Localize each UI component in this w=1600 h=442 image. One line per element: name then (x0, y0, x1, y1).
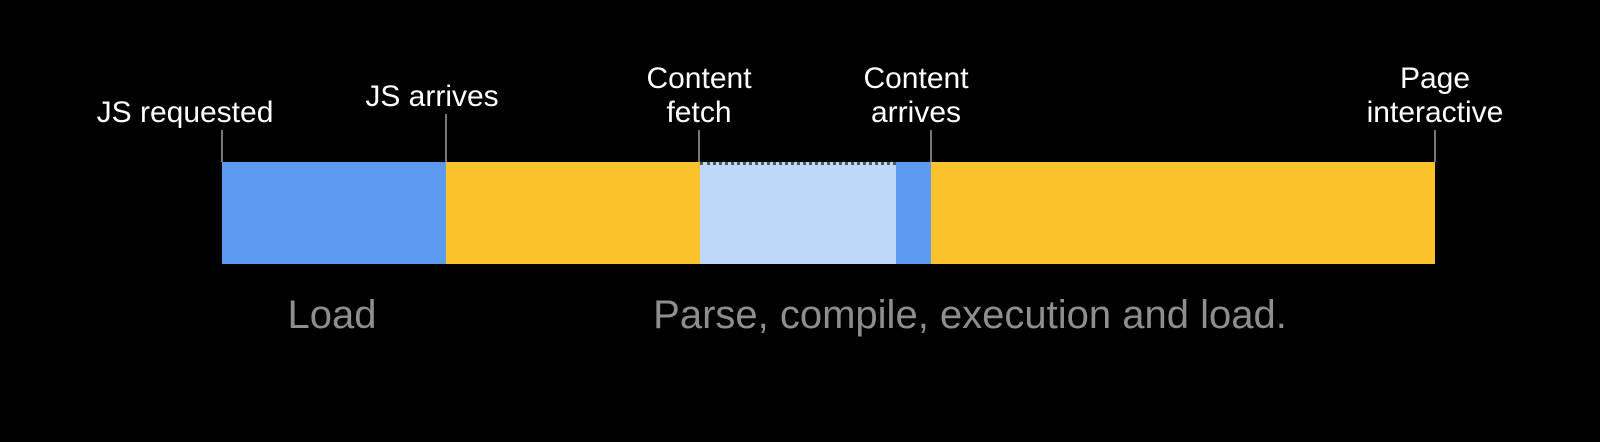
page-interactive-tick (1434, 130, 1436, 162)
content-fetch-tick (698, 130, 700, 162)
segment-js-download (222, 162, 446, 264)
content-arrives-label-line-1: Content (863, 62, 969, 95)
js-arrives-label-line-1: JS arrives (365, 80, 499, 113)
content-fetch-label-line-1: Content (646, 62, 752, 95)
caption-load: Load (287, 293, 377, 337)
content-arrives-tick (930, 130, 932, 162)
page-interactive-label-line-1: Page (1399, 62, 1471, 95)
content-fetch-label-line-2: fetch (666, 96, 732, 129)
js-requested-label-line-1: JS requested (96, 96, 274, 129)
js-arrives-tick (445, 114, 447, 162)
caption-parse-compile-exec-load: Parse, compile, execution and load. (653, 293, 1287, 337)
js-requested-tick (221, 130, 223, 162)
js-arrives-label: JS arrives (365, 80, 498, 114)
segment-parse-compile-2 (931, 162, 1435, 264)
segment-content-download (896, 162, 931, 264)
segment-content-fetch-wait (700, 162, 896, 264)
content-arrives-label-line-2: arrives (870, 96, 962, 129)
js-requested-label: JS requested (97, 96, 274, 130)
segment-parse-compile-1 (446, 162, 700, 264)
page-interactive-label-line-2: interactive (1366, 96, 1504, 129)
